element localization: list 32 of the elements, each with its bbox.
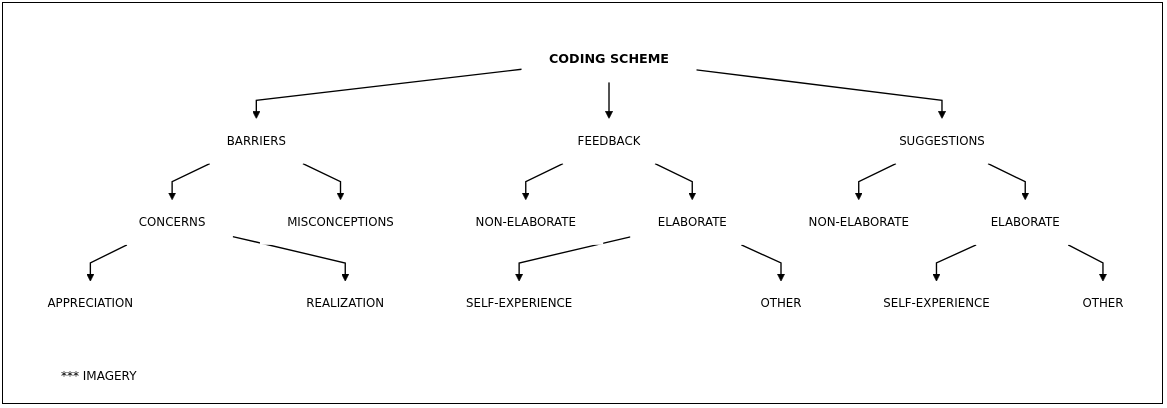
arrow <box>168 162 211 201</box>
arrow <box>695 69 946 119</box>
node-text: CODING SCHEME <box>548 51 670 66</box>
node-text: SUGGESTIONS <box>899 134 985 148</box>
arrow <box>521 162 564 201</box>
note-text: *** IMAGERY <box>61 369 137 383</box>
arrow <box>1067 244 1107 282</box>
node-text: FEEDBACK <box>577 134 641 148</box>
node-text: NON-ELABORATE <box>475 215 576 229</box>
arrow <box>605 81 613 119</box>
node-text: BARRIERS <box>226 134 286 148</box>
node-text: CONCERNS <box>138 215 206 229</box>
node-text: SELF-EXPERIENCE <box>883 296 990 311</box>
arrow <box>86 244 128 282</box>
node-text: ELABORATE <box>657 215 727 229</box>
node-text: NON-ELABORATE <box>808 215 909 229</box>
arrow <box>932 244 977 282</box>
arrow <box>252 68 523 119</box>
node-text: OTHER <box>760 296 802 311</box>
arrow <box>302 162 345 201</box>
node-text: OTHER <box>1082 296 1124 311</box>
arrow <box>654 162 697 201</box>
node-text: REALIZATION <box>306 296 385 311</box>
node-text: APPRECIATION <box>47 296 134 311</box>
arrow <box>232 235 350 282</box>
arrow <box>854 162 897 201</box>
arrow <box>515 236 632 282</box>
arrow <box>740 244 785 282</box>
node-text: ELABORATE <box>990 215 1060 229</box>
arrow <box>987 162 1030 201</box>
node-text: MISCONCEPTIONS <box>287 215 394 229</box>
node-text: SELF-EXPERIENCE <box>465 296 573 311</box>
